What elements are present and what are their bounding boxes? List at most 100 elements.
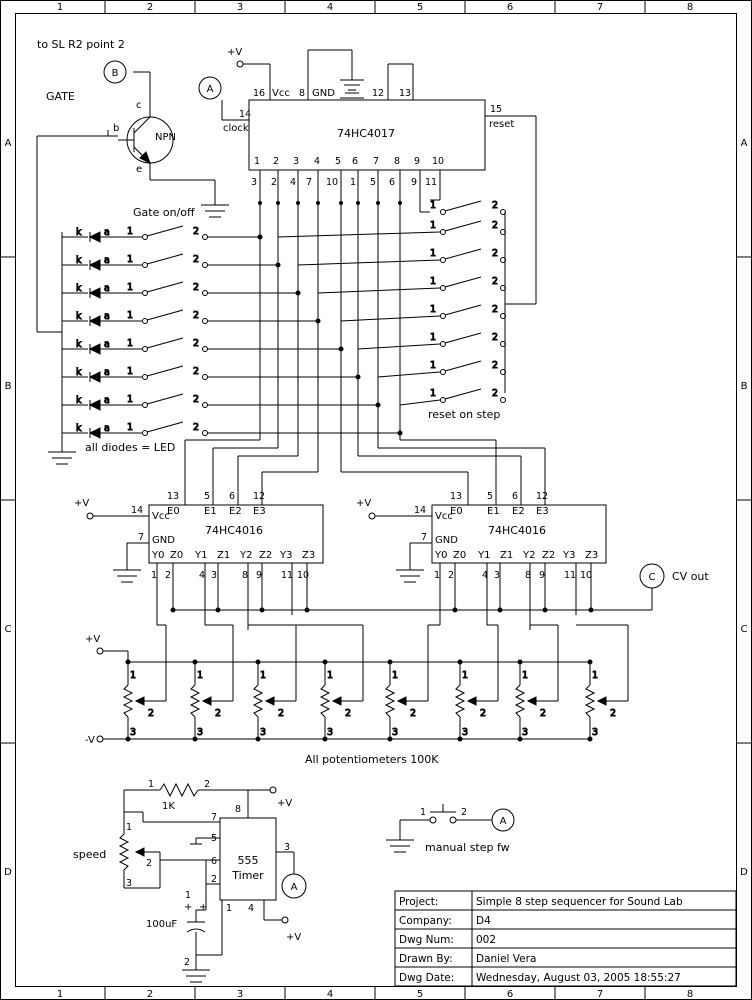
- vcc-4016-left: Vcc: [152, 511, 170, 522]
- cv-junction: [498, 608, 502, 612]
- diode-a-label: a: [104, 395, 110, 406]
- pot-junction: [323, 660, 327, 664]
- ic-4017-inner-pin: 10: [432, 156, 444, 167]
- pot-resistor: [254, 685, 262, 717]
- led-diode: [90, 232, 100, 242]
- row-label-a: A: [5, 138, 12, 149]
- pot-resistor: [386, 685, 394, 717]
- gate-label: GATE: [46, 90, 75, 103]
- diode-a-label: a: [104, 339, 110, 350]
- pin-7-4016-left: 7: [138, 532, 144, 543]
- ic-4016-output-pin: 1: [434, 570, 440, 581]
- switch-lever: [147, 310, 183, 320]
- switch-contact: [143, 235, 148, 240]
- row-label-b-right: B: [741, 381, 748, 392]
- ic-4017-outer-pin: 9: [411, 177, 417, 188]
- reset-switch-lever: [445, 389, 481, 399]
- pot-junction: [126, 660, 130, 664]
- pot-pin-3: 3: [522, 727, 528, 738]
- speed-label: speed: [73, 848, 106, 861]
- pot-pin-2: 2: [410, 708, 416, 719]
- r1k-pin-1: 1: [148, 779, 154, 790]
- connector-a-555-label: A: [291, 882, 298, 893]
- reset-switch-contact: [501, 230, 506, 235]
- ic-4017-inner-pin: 8: [394, 156, 400, 167]
- reset-switch-contact: [441, 230, 446, 235]
- plus-v-pots: +V: [85, 634, 100, 645]
- reset-switch-lever: [445, 333, 481, 343]
- led-diode: [90, 372, 100, 382]
- diode-k-label: k: [76, 283, 82, 294]
- cv-junction: [305, 608, 309, 612]
- pot-pin-2: 2: [148, 708, 154, 719]
- reset-switch-pin-1: 1: [430, 360, 436, 371]
- reset-switch-contact: [441, 210, 446, 215]
- reset-switch-contact: [501, 342, 506, 347]
- row-label-a-right: A: [741, 138, 748, 149]
- switch-contact: [203, 403, 208, 408]
- ic-4017-outer-pin: 11: [425, 177, 437, 188]
- tb-dwgnum-value: 002: [476, 934, 496, 946]
- switch-contact: [143, 347, 148, 352]
- pot-junction: [256, 737, 260, 741]
- pot-pin-3: 3: [327, 727, 333, 738]
- ic-4016-enable: E0: [450, 506, 463, 517]
- timer-pin-4: 4: [248, 903, 254, 914]
- diode-k-label: k: [76, 311, 82, 322]
- led-diode: [90, 428, 100, 438]
- cv-junction: [589, 608, 593, 612]
- ic-4016-output: Y2: [239, 550, 252, 561]
- cv-junction: [543, 608, 547, 612]
- pot-pin-2: 2: [540, 708, 546, 719]
- led-step-rows: [48, 232, 76, 464]
- row-label-d-right: D: [740, 867, 748, 878]
- col-label-1: 1: [57, 2, 63, 13]
- ic-4017-outer-pin: 1: [350, 177, 356, 188]
- pot-pin-1: 1: [130, 670, 136, 681]
- timer-pin-3: 3: [284, 842, 290, 853]
- reset-switch-pin-2: 2: [492, 248, 498, 259]
- switch-contact: [203, 319, 208, 324]
- reset-switch-lever: [445, 361, 481, 371]
- pin-14-4016-left: 14: [131, 505, 143, 516]
- diode-k-label: k: [76, 255, 82, 266]
- reset-switch-pin-1: 1: [430, 332, 436, 343]
- reset-switch-pin-1: 1: [430, 220, 436, 231]
- row-label-b: B: [5, 381, 12, 392]
- connector-b-label: B: [112, 68, 119, 79]
- tb-project-value: Simple 8 step sequencer for Sound Lab: [476, 896, 683, 908]
- reset-switch-lever: [445, 201, 481, 211]
- minus-v-pots: -V: [85, 735, 95, 746]
- switch-lever: [147, 226, 183, 236]
- pot-pin-1: 1: [462, 670, 468, 681]
- row-label-d: D: [4, 867, 12, 878]
- pot-junction: [588, 660, 592, 664]
- switch-pin-1: 1: [127, 310, 133, 321]
- bus-junction: [296, 291, 300, 295]
- pin-15: 15: [490, 104, 502, 115]
- reset-switch-pin-1: 1: [430, 248, 436, 259]
- speed-pot-pin-1: 1: [126, 822, 132, 833]
- pin-14: 14: [239, 109, 251, 120]
- tb-date-value: Wednesday, August 03, 2005 18:55:27: [476, 972, 681, 984]
- diode-k-label: k: [76, 423, 82, 434]
- switch-contact: [143, 263, 148, 268]
- pot-rails: [97, 648, 590, 742]
- pin-13: 13: [399, 88, 411, 99]
- speed-pot-pin-2: 2: [146, 858, 152, 869]
- reset-switch-contact: [441, 258, 446, 263]
- ic-4016-output-pin: 1: [151, 570, 157, 581]
- switch-contact: [203, 347, 208, 352]
- switch-lever: [147, 338, 183, 348]
- gnd-4016-left: GND: [152, 535, 175, 546]
- ic-4016-output: Z0: [170, 550, 183, 561]
- timer-pin-2: 2: [211, 874, 217, 885]
- ic-4017-inner-pin: 4: [314, 156, 320, 167]
- reset-switch-pin-1: 1: [430, 388, 436, 399]
- ic-4016-output: Z1: [500, 550, 513, 561]
- ic-4016-enable: E2: [229, 506, 242, 517]
- ic-4017-inner-pin: 2: [273, 156, 279, 167]
- pot-pin-1: 1: [592, 670, 598, 681]
